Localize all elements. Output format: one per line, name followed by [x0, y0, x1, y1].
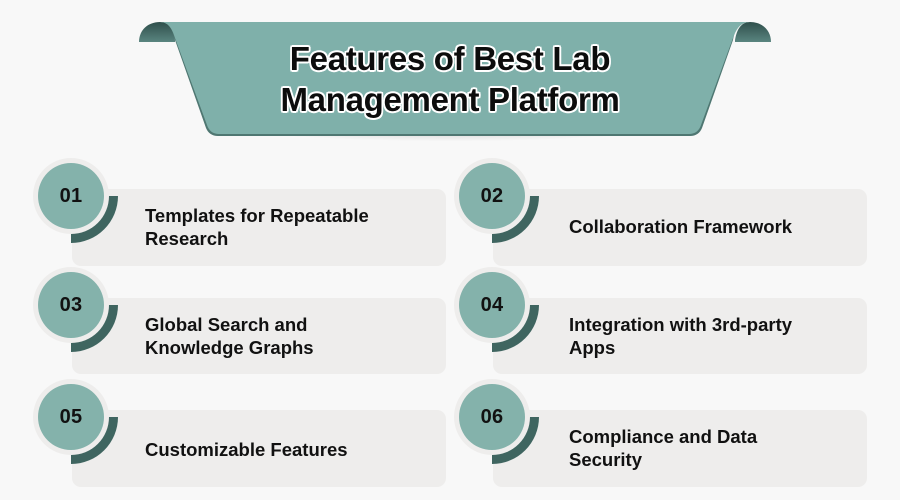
feature-title-line-1: Integration with 3rd-party [569, 314, 793, 335]
feature-title-line-2: Knowledge Graphs [145, 337, 314, 358]
feature-card [493, 298, 867, 374]
feature-title: Customizable Features [145, 438, 435, 461]
banner-title: Features of Best Lab Management Platform [200, 38, 700, 120]
feature-title-line-2: Research [145, 228, 229, 249]
feature-card [72, 189, 446, 266]
feature-title-line-2: Security [569, 449, 643, 470]
feature-title-line-1: Customizable Features [145, 439, 348, 460]
number-badge-icon [454, 379, 539, 464]
ribbon-shape [139, 22, 771, 159]
feature-card [72, 298, 446, 374]
number-badge-icon [33, 379, 118, 464]
feature-title-line-1: Compliance and Data [569, 426, 758, 447]
feature-title-line-1: Templates for Repeatable [145, 205, 369, 226]
number-badge-icon [454, 267, 539, 352]
feature-title-line-1: Collaboration Framework [569, 216, 793, 237]
feature-number: 04 [480, 293, 504, 316]
feature-number: 06 [480, 405, 504, 428]
banner-title-line-2: Management Platform [280, 81, 620, 118]
number-badge-icon [33, 267, 118, 352]
feature-title: Global Search and Knowledge Graphs [145, 313, 435, 359]
feature-title: Compliance and Data Security [569, 425, 859, 471]
feature-number: 05 [59, 405, 83, 428]
feature-card [72, 410, 446, 487]
feature-card [493, 189, 867, 266]
title-banner: Features of Best Lab Management Platform [0, 0, 900, 170]
number-badge-icon [33, 158, 118, 243]
feature-title: Templates for Repeatable Research [145, 204, 435, 250]
feature-number: 02 [480, 184, 504, 207]
feature-title-line-2: Apps [569, 337, 616, 358]
banner-title-line-1: Features of Best Lab [289, 40, 611, 77]
feature-number: 01 [59, 184, 83, 207]
feature-title: Integration with 3rd-party Apps [569, 313, 859, 359]
feature-title-line-1: Global Search and [145, 314, 308, 335]
feature-card [493, 410, 867, 487]
feature-title: Collaboration Framework [569, 215, 859, 238]
feature-number: 03 [59, 293, 83, 316]
number-badge-icon [454, 158, 539, 243]
